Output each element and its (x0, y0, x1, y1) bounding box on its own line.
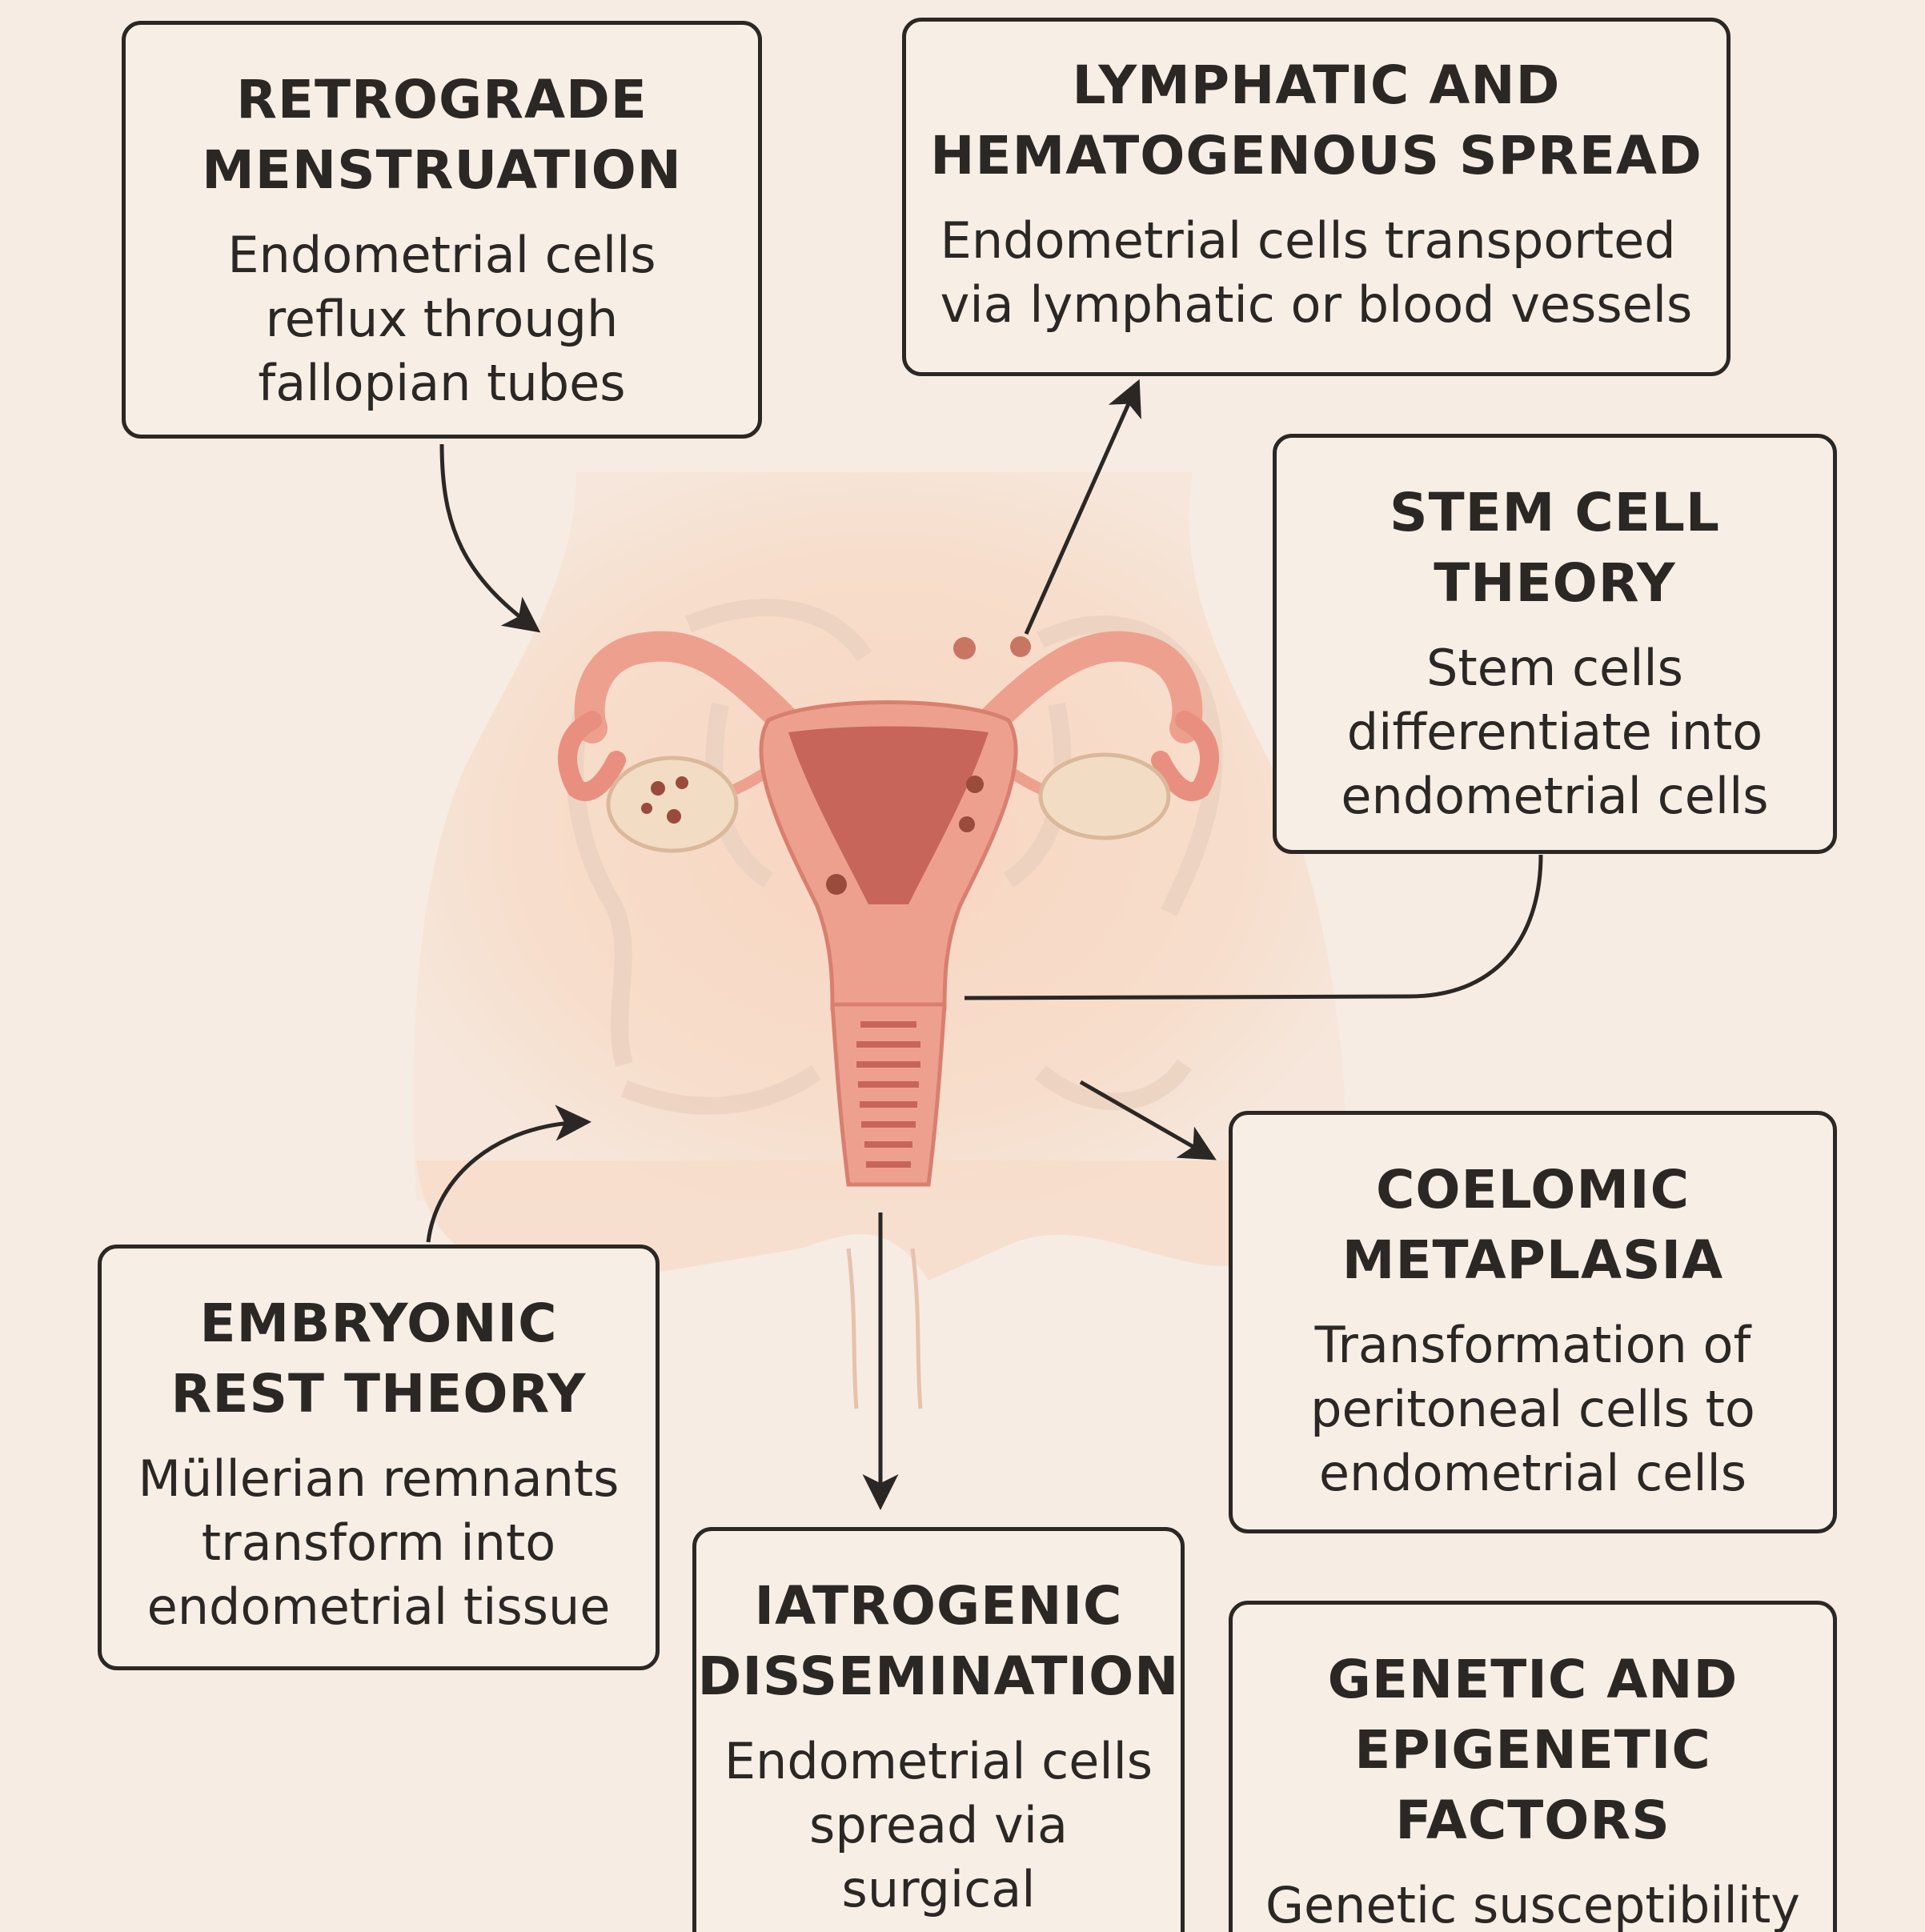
iatrogenic-description: Endometrial cells spread via surgical pr… (724, 1732, 1153, 1932)
fimbriae-left (558, 711, 626, 801)
stem-cell-theory-box: STEM CELL THEORY Stem cells differentiat… (1273, 434, 1837, 854)
fallopian-tube-right (977, 631, 1203, 744)
retrograde-menstruation-box: RETROGRADE MENSTRUATION Endometrial cell… (122, 21, 762, 439)
thigh-line-right (910, 1248, 923, 1409)
coelomic-description: Transformation of peritoneal cells to en… (1310, 1316, 1755, 1502)
coelomic-title: COELOMIC METAPLASIA (1341, 1159, 1724, 1291)
arrow-retrograde (439, 443, 541, 633)
fimbriae-right (1151, 711, 1219, 801)
embryonic-description: Müllerian remnants transform into endome… (138, 1449, 620, 1636)
arrow-lymphatic (1024, 379, 1141, 635)
stem-cell-title: STEM CELL THEORY (1390, 482, 1720, 614)
retrograde-description: Endometrial cells reflux through fallopi… (227, 226, 656, 412)
line-stem-cell (964, 854, 1543, 1000)
ovary-left (606, 756, 739, 853)
endometrial-implants-ovary (641, 776, 688, 824)
thigh-line-left (846, 1248, 859, 1409)
fallopian-tube-left (574, 631, 800, 744)
arrow-coelomic (1079, 1080, 1217, 1160)
lymphatic-title: LYMPHATIC AND HEMATOGENOUS SPREAD (930, 54, 1702, 186)
embryonic-rest-theory-box: EMBRYONIC REST THEORY Müllerian remnants… (98, 1245, 660, 1670)
genetic-description: Genetic susceptibility (1265, 1876, 1800, 1932)
uterine-cavity (788, 726, 989, 904)
coelomic-metaplasia-box: COELOMIC METAPLASIA Transformation of pe… (1229, 1111, 1837, 1533)
endometrial-implants-uterus (826, 776, 984, 895)
vaginal-rugae (856, 1021, 920, 1168)
stem-cell-description: Stem cells differentiate into endometria… (1341, 639, 1769, 825)
lymphatic-description: Endometrial cells transported via lympha… (940, 211, 1693, 334)
ovary-right (1038, 752, 1171, 840)
iatrogenic-title: IATROGENIC DISSEMINATION (697, 1575, 1180, 1707)
peritoneal-implants (953, 636, 1031, 659)
genetic-epigenetic-factors-box: GENETIC AND EPIGENETIC FACTORS Genetic s… (1229, 1601, 1837, 1932)
embryonic-title: EMBRYONIC REST THEORY (170, 1293, 587, 1425)
arrow-embryonic (426, 1104, 592, 1243)
iatrogenic-dissemination-box: IATROGENIC DISSEMINATION Endometrial cel… (692, 1527, 1185, 1932)
lymphatic-spread-box: LYMPHATIC AND HEMATOGENOUS SPREAD Endome… (902, 18, 1730, 376)
retrograde-title: RETROGRADE MENSTRUATION (202, 69, 682, 201)
cervix-canal (830, 1002, 947, 1187)
genetic-title: GENETIC AND EPIGENETIC FACTORS (1327, 1649, 1739, 1851)
